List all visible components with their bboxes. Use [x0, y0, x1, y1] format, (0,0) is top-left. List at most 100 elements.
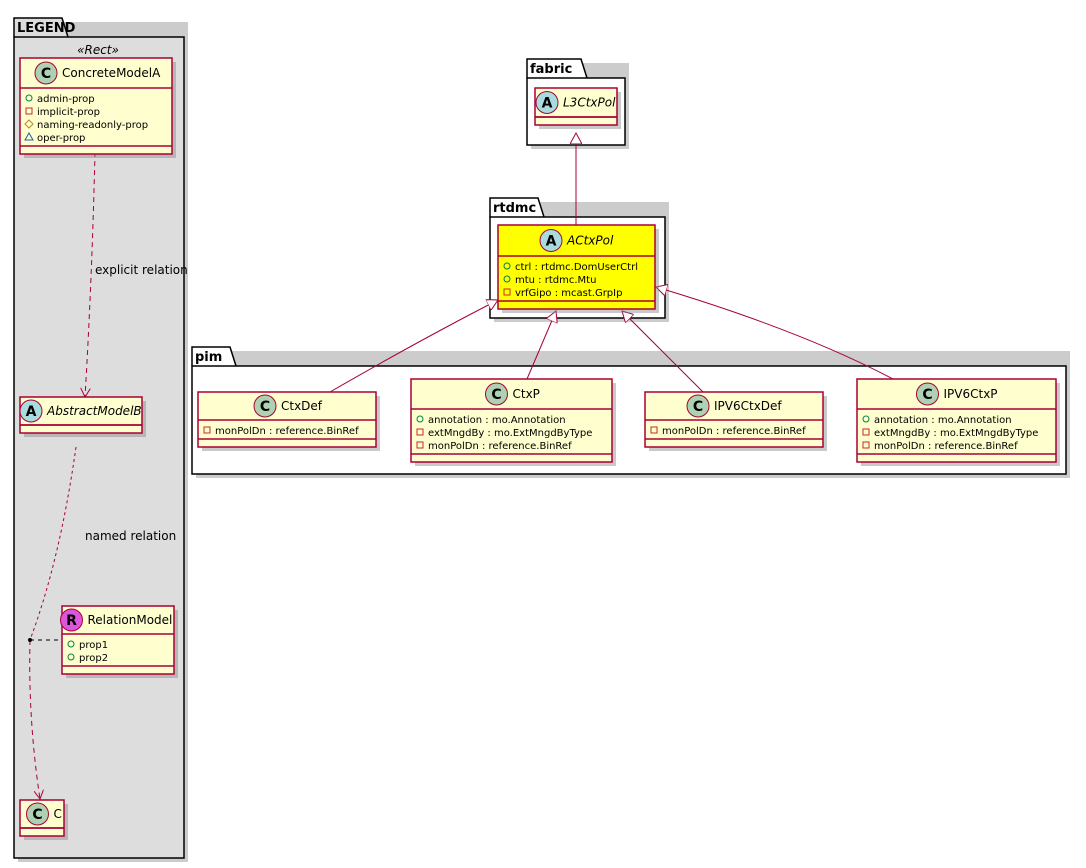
class-name: AbstractModelB — [46, 404, 142, 418]
private-visibility-icon — [503, 288, 511, 296]
attribute: annotation : mo.Annotation — [874, 415, 1012, 426]
class-c-icon — [34, 61, 58, 85]
attribute: monPolDn : reference.BinRef — [428, 441, 572, 452]
public-visibility-icon — [862, 415, 870, 423]
stereotype-letter: C — [260, 399, 270, 415]
private-visibility-icon — [25, 107, 33, 115]
named-relation-label: named relation — [85, 529, 176, 543]
named-relation-edge — [29, 639, 40, 799]
attribute: monPolDn : reference.BinRef — [215, 426, 359, 437]
class-c-icon — [916, 382, 939, 406]
class-a-icon — [19, 399, 43, 423]
class-r-icon — [60, 608, 83, 632]
class-box — [410, 378, 613, 463]
class-name: CtxP — [513, 387, 540, 401]
edges-layer: explicit relation named relation — [28, 133, 894, 799]
inheritance-edge — [329, 300, 498, 393]
class-a-icon — [535, 91, 559, 114]
package-name: LEGEND — [17, 21, 76, 36]
class-name: IPV6CtxP — [944, 387, 998, 401]
package-tab — [13, 17, 69, 38]
attribute: annotation : mo.Annotation — [428, 415, 566, 426]
public-visibility-icon — [25, 94, 33, 102]
public-visibility-icon — [503, 275, 511, 283]
stereotype-letter: C — [41, 66, 51, 82]
private-visibility-icon — [416, 441, 424, 449]
class-relationmodel: R RelationModel prop1 prop2 — [60, 605, 178, 678]
public-visibility-icon — [416, 415, 424, 423]
public-visibility-icon — [503, 262, 511, 270]
stereotype-letter: C — [32, 807, 42, 823]
package-tab — [489, 197, 545, 218]
package-name: pim — [195, 350, 222, 365]
explicit-relation-edge — [85, 151, 96, 397]
package-body — [13, 36, 185, 859]
package-visibility-icon — [24, 131, 34, 141]
class-name: IPV6CtxDef — [714, 399, 782, 413]
classes-layer: C ConcreteModelA admin-prop implicit-prop na… — [19, 57, 1060, 840]
attribute: prop2 — [79, 653, 108, 664]
class-name: CtxDef — [281, 399, 323, 413]
private-visibility-icon — [650, 426, 658, 434]
attribute: monPolDn : reference.BinRef — [874, 441, 1018, 452]
attribute: prop1 — [79, 640, 108, 651]
class-c-icon — [26, 802, 49, 826]
stereotype-letter: C — [922, 387, 932, 403]
attribute: oper-prop — [37, 133, 85, 144]
attribute: extMngdBy : mo.ExtMngdByType — [428, 428, 592, 439]
package-tab — [526, 58, 588, 79]
class-ipv6ctxdef: C IPV6CtxDef monPolDn : reference.BinRef — [644, 391, 827, 451]
class-box — [497, 224, 656, 310]
stereotype-letter: A — [542, 96, 553, 112]
stereotype-letter: A — [26, 404, 37, 420]
private-visibility-icon — [862, 428, 870, 436]
inheritance-edge — [622, 311, 704, 393]
class-ctxdef: C CtxDef monPolDn : reference.BinRef — [197, 391, 380, 451]
class-actxpol: A ACtxPol ctrl : rtdmc.DomUserCtrl mtu : rt… — [497, 224, 659, 313]
package-name: fabric — [530, 62, 572, 77]
package-tab — [191, 346, 237, 367]
class-name: C — [54, 807, 62, 821]
class-ipv6ctxp: C IPV6CtxP annotation : mo.Annotation extMn… — [856, 378, 1060, 466]
class-name: L3CtxPol — [563, 96, 616, 110]
stereotype-letter: C — [693, 399, 703, 415]
class-name: ConcreteModelA — [62, 66, 161, 80]
attribute: naming-readonly-prop — [37, 120, 148, 131]
private-visibility-icon — [416, 428, 424, 436]
class-name: ACtxPol — [566, 234, 614, 248]
class-name: RelationModel — [88, 613, 173, 627]
class-c-icon — [253, 394, 277, 418]
inheritance-edge — [526, 311, 556, 380]
public-visibility-icon — [67, 640, 75, 648]
stereotype-letter: C — [491, 387, 501, 403]
legend-stereotype: «Rect» — [77, 43, 119, 57]
private-visibility-icon — [862, 441, 870, 449]
attribute: monPolDn : reference.BinRef — [662, 426, 806, 437]
attribute: implicit-prop — [37, 107, 100, 118]
class-c-icon — [686, 394, 710, 418]
attribute: extMngdBy : mo.ExtMngdByType — [874, 428, 1038, 439]
class-c-icon — [485, 382, 508, 406]
protected-visibility-icon — [24, 119, 34, 129]
stereotype-letter: A — [546, 234, 557, 250]
private-visibility-icon — [203, 426, 211, 434]
attribute: vrfGipo : mcast.GrpIp — [515, 288, 622, 299]
attribute: mtu : rtdmc.Mtu — [515, 275, 596, 286]
public-visibility-icon — [67, 653, 75, 661]
explicit-relation-label: explicit relation — [95, 263, 188, 277]
stereotype-letter: R — [66, 613, 77, 629]
class-concretemodela: C ConcreteModelA admin-prop implicit-prop na… — [19, 57, 176, 158]
attribute: ctrl : rtdmc.DomUserCtrl — [515, 262, 638, 273]
junction-dot — [28, 638, 32, 642]
package-name: rtdmc — [493, 201, 536, 216]
inheritance-edge — [656, 287, 894, 380]
class-ctxp: C CtxP annotation : mo.Annotation extMngdBy… — [410, 378, 616, 466]
attribute: admin-prop — [37, 94, 95, 105]
class-abstractmodelb: A AbstractModelB — [19, 396, 146, 437]
class-l3ctxpol: A L3CtxPol — [534, 87, 621, 129]
package-legend: LEGEND — [13, 17, 188, 862]
class-box — [856, 378, 1057, 463]
